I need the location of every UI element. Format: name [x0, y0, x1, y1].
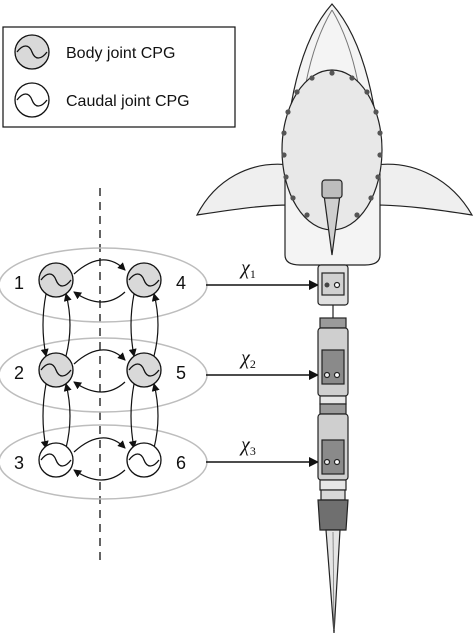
caudal-fin — [325, 529, 341, 634]
cpg-node-3 — [38, 442, 74, 478]
caudal-joint-cpg-legend-icon — [14, 82, 50, 118]
cpg-network: 1 2 3 4 5 6 — [0, 188, 208, 560]
legend-box: Body joint CPG Caudal joint CPG — [2, 26, 236, 128]
node-label-1: 1 — [14, 273, 24, 293]
dorsal-mount — [321, 179, 343, 199]
joint-label-3: χ3 — [239, 434, 256, 458]
joint-label-1: χ1 — [239, 257, 256, 281]
caudal-joint-cpg-label: Caudal joint CPG — [66, 93, 190, 110]
body-joint-cpg-label: Body joint CPG — [66, 45, 175, 62]
cpg-node-2 — [38, 352, 74, 388]
body-joint-cpg-legend-icon — [14, 34, 50, 70]
tail-housing — [317, 499, 349, 531]
cpg-node-1 — [38, 262, 74, 298]
joint-arrows: χ1 χ2 χ3 — [206, 257, 319, 467]
node-label-3: 3 — [14, 453, 24, 473]
vertical-couplings-left — [40, 293, 72, 449]
left-pectoral-fin — [195, 163, 291, 216]
cpg-node-4 — [126, 262, 162, 298]
robotic-shark-illustration — [195, 3, 474, 634]
cpg-node-6 — [126, 442, 162, 478]
cpg-node-5 — [126, 352, 162, 388]
joint-label-2: χ2 — [239, 347, 256, 371]
vertical-couplings-right — [128, 293, 160, 449]
right-pectoral-fin — [374, 163, 474, 216]
node-label-2: 2 — [14, 363, 24, 383]
node-label-4: 4 — [176, 273, 186, 293]
hatch-bolts — [281, 70, 383, 218]
node-label-5: 5 — [176, 363, 186, 383]
horizontal-couplings — [73, 259, 126, 481]
node-label-6: 6 — [176, 453, 186, 473]
